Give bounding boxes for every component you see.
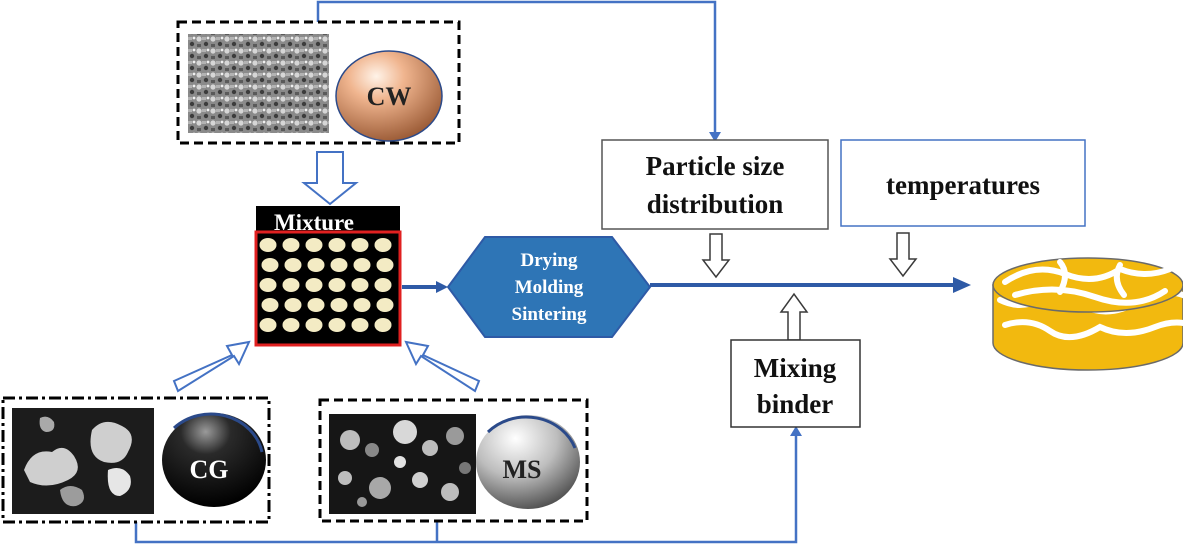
ms-panel: MS — [318, 398, 589, 523]
mixture-grain — [282, 318, 300, 332]
cw-label: CW — [367, 82, 412, 111]
cw-panel: CW — [176, 20, 461, 145]
mixture-grain — [307, 258, 325, 272]
arrow-temperatures-to-line — [888, 232, 918, 278]
arrow-cg-to-mixture — [172, 340, 251, 393]
mixing-binder-line1: Mixing — [754, 353, 837, 383]
mixture-grain — [284, 258, 302, 272]
particle-size-line1: Particle size — [646, 151, 785, 181]
mixture-grain — [328, 238, 346, 252]
mixture-grain — [374, 318, 392, 332]
cw-sphere — [336, 51, 442, 141]
temperatures-label: temperatures — [886, 170, 1040, 200]
mixture-grain — [284, 298, 302, 312]
particle-size-box — [601, 139, 829, 230]
cg-label: CG — [190, 455, 229, 484]
temperatures-box — [840, 139, 1086, 227]
arrow-binder-to-line — [779, 292, 809, 341]
mixture-grain — [305, 278, 323, 292]
ms-particles — [338, 420, 471, 507]
mixture-grain — [282, 238, 300, 252]
cg-particles — [24, 416, 132, 507]
connector-arrowhead — [790, 426, 802, 436]
mixture-grain — [376, 298, 394, 312]
ms-sphere — [476, 415, 580, 509]
mixture-grain — [282, 278, 300, 292]
cg-panel: CG — [1, 396, 271, 524]
mixing-binder-box — [730, 339, 861, 428]
connector-cg-ms-to-binder — [134, 430, 798, 544]
cg-sphere — [162, 413, 266, 507]
mixture-grain — [330, 258, 348, 272]
mixture-grain — [328, 318, 346, 332]
mixture-grain — [305, 318, 323, 332]
mixture-grain — [307, 298, 325, 312]
connector-arrowhead — [709, 132, 721, 142]
arrow-ms-to-mixture — [404, 340, 481, 393]
mixture-grain — [330, 298, 348, 312]
mixture-grain — [353, 258, 371, 272]
process-step-molding: Molding — [515, 277, 584, 298]
mixture-grain — [261, 258, 279, 272]
mixture-grain — [376, 258, 394, 272]
mixture-grain — [261, 298, 279, 312]
mixture-grain — [374, 278, 392, 292]
mixture-grain — [351, 318, 369, 332]
mixture-grain — [259, 318, 277, 332]
mixture-grain — [351, 278, 369, 292]
mixture-grain — [328, 278, 346, 292]
mixture-grain — [305, 238, 323, 252]
particle-size-line2: distribution — [647, 189, 784, 219]
mixture-grain — [353, 298, 371, 312]
ms-label: MS — [503, 455, 542, 484]
mixture-grain — [374, 238, 392, 252]
process-step-drying: Drying — [521, 250, 579, 271]
main-arrowhead — [953, 277, 971, 293]
mixture-grain — [259, 238, 277, 252]
arrowhead — [436, 281, 448, 293]
process-step-sintering: Sintering — [512, 304, 587, 325]
porous-product-disc — [992, 257, 1183, 371]
connector-cw-to-particle — [316, 0, 717, 138]
mixture-grain — [259, 278, 277, 292]
mixture-grain — [351, 238, 369, 252]
mixture-grains — [259, 238, 394, 332]
cw-sem-image — [188, 34, 329, 133]
mixing-binder-line2: binder — [757, 389, 834, 419]
arrow-cw-to-mixture — [301, 151, 359, 206]
arrow-particle-to-line — [701, 233, 731, 279]
mixture-block: Mixture — [254, 206, 402, 347]
